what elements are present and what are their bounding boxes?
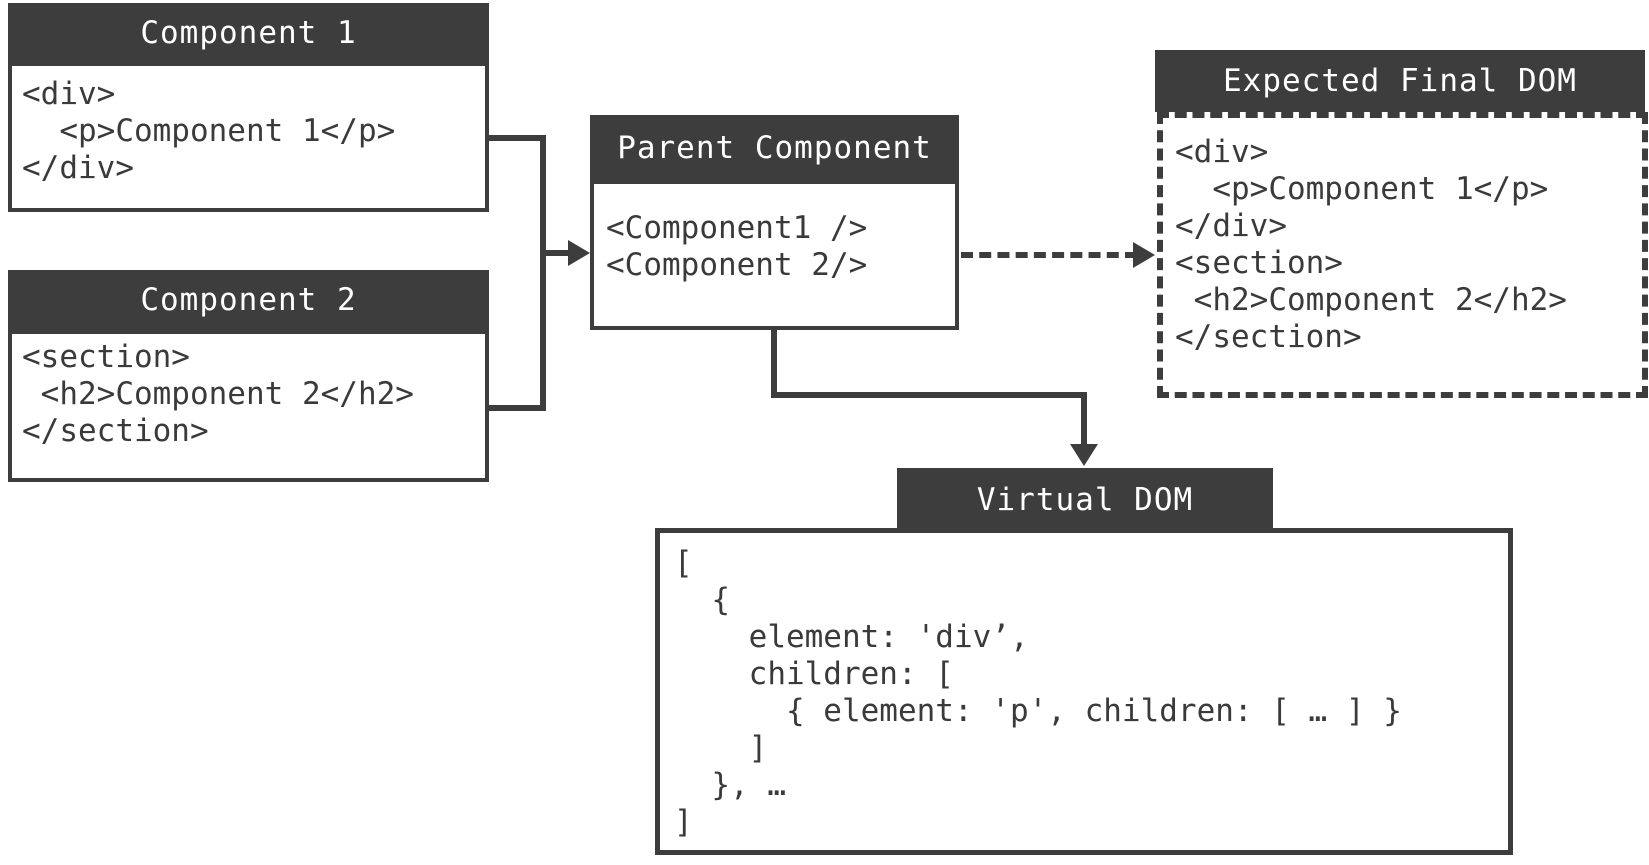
connector-component2-stub — [486, 405, 546, 411]
parent-component-header: Parent Component — [590, 115, 959, 180]
virtual-dom-code: [ { element: 'div’, children: [ { elemen… — [655, 528, 1513, 855]
arrowhead-into-expected-dom-icon — [1133, 242, 1155, 268]
connector-merge-vertical — [540, 135, 546, 411]
arrowhead-into-virtual-dom-icon — [1070, 444, 1098, 466]
expected-final-dom-code: <div> <p>Component 1</p> </div> <section… — [1157, 112, 1648, 398]
connector-parent-down — [771, 328, 777, 398]
expected-final-dom-header: Expected Final DOM — [1155, 50, 1645, 112]
dashed-connector-parent-to-expected-dom — [961, 252, 1137, 258]
component2-header: Component 2 — [8, 270, 489, 330]
arrowhead-into-parent-icon — [568, 240, 590, 266]
connector-component1-stub — [486, 135, 546, 141]
connector-parent-horizontal — [771, 392, 1087, 398]
parent-component-code: <Component1 /> <Component 2/> — [590, 180, 959, 330]
component1-code: <div> <p>Component 1</p> </div> — [8, 62, 489, 212]
virtual-dom-header: Virtual DOM — [897, 468, 1273, 532]
connector-virtual-dom-down — [1081, 392, 1087, 447]
connector-to-parent-shaft — [543, 250, 571, 256]
component2-code: <section> <h2>Component 2</h2> </section… — [8, 330, 489, 482]
component1-header: Component 1 — [8, 3, 489, 62]
